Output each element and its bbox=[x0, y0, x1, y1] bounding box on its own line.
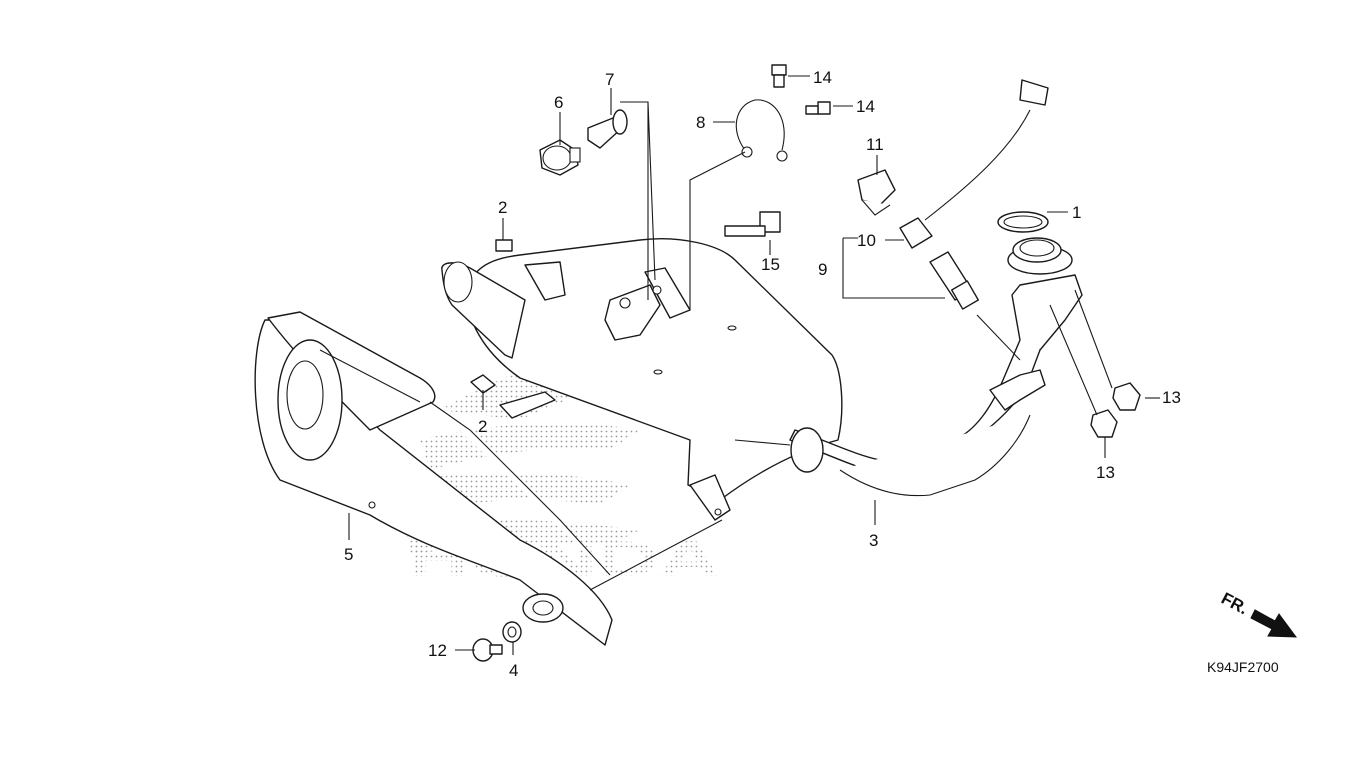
callout-2-upper: 2 bbox=[498, 198, 507, 217]
callout-1: 1 bbox=[1072, 203, 1081, 222]
arrow-right-down-icon bbox=[1250, 609, 1298, 638]
callout-15: 15 bbox=[761, 255, 780, 274]
muffler-body bbox=[441, 238, 843, 521]
muffler-mount-bolt bbox=[724, 211, 781, 237]
gasket bbox=[997, 211, 1049, 233]
muffler-protector bbox=[254, 311, 613, 646]
flange-bolt-b bbox=[805, 101, 831, 115]
clip-a bbox=[495, 239, 513, 252]
callout-14-upper: 14 bbox=[813, 68, 832, 87]
clip-b bbox=[470, 374, 496, 394]
exhaust-flange bbox=[1007, 237, 1073, 275]
callout-14-lower: 14 bbox=[856, 97, 875, 116]
grommet bbox=[502, 621, 522, 643]
flange-bolt-a bbox=[771, 64, 787, 88]
fr-label: FR. bbox=[1218, 589, 1251, 619]
exhaust-pipe bbox=[789, 274, 1083, 497]
callout-4: 4 bbox=[509, 661, 518, 680]
callout-12: 12 bbox=[428, 641, 447, 660]
sensor-cover bbox=[857, 169, 896, 216]
muffler-band bbox=[539, 139, 581, 176]
callout-5: 5 bbox=[344, 545, 353, 564]
callout-2-lower: 2 bbox=[478, 417, 487, 436]
callout-13-right: 13 bbox=[1162, 388, 1181, 407]
front-direction-indicator: FR. bbox=[1218, 589, 1298, 638]
nut-a bbox=[1112, 382, 1141, 411]
diagram-code: K94JF2700 bbox=[1207, 659, 1279, 675]
callout-3: 3 bbox=[869, 531, 878, 550]
leader-lines bbox=[348, 75, 1160, 655]
callout-13-lower: 13 bbox=[1096, 463, 1115, 482]
callout-8: 8 bbox=[696, 113, 705, 132]
o2-sensor bbox=[899, 79, 1049, 310]
nut-b bbox=[1090, 409, 1118, 438]
callout-9: 9 bbox=[818, 260, 827, 279]
callout-10: 10 bbox=[857, 231, 876, 250]
callout-11: 11 bbox=[866, 135, 884, 154]
callout-6: 6 bbox=[554, 93, 563, 112]
collar bbox=[587, 109, 628, 149]
sensor-strap bbox=[735, 99, 788, 162]
callout-7: 7 bbox=[605, 70, 614, 89]
protector-screw bbox=[472, 638, 503, 662]
